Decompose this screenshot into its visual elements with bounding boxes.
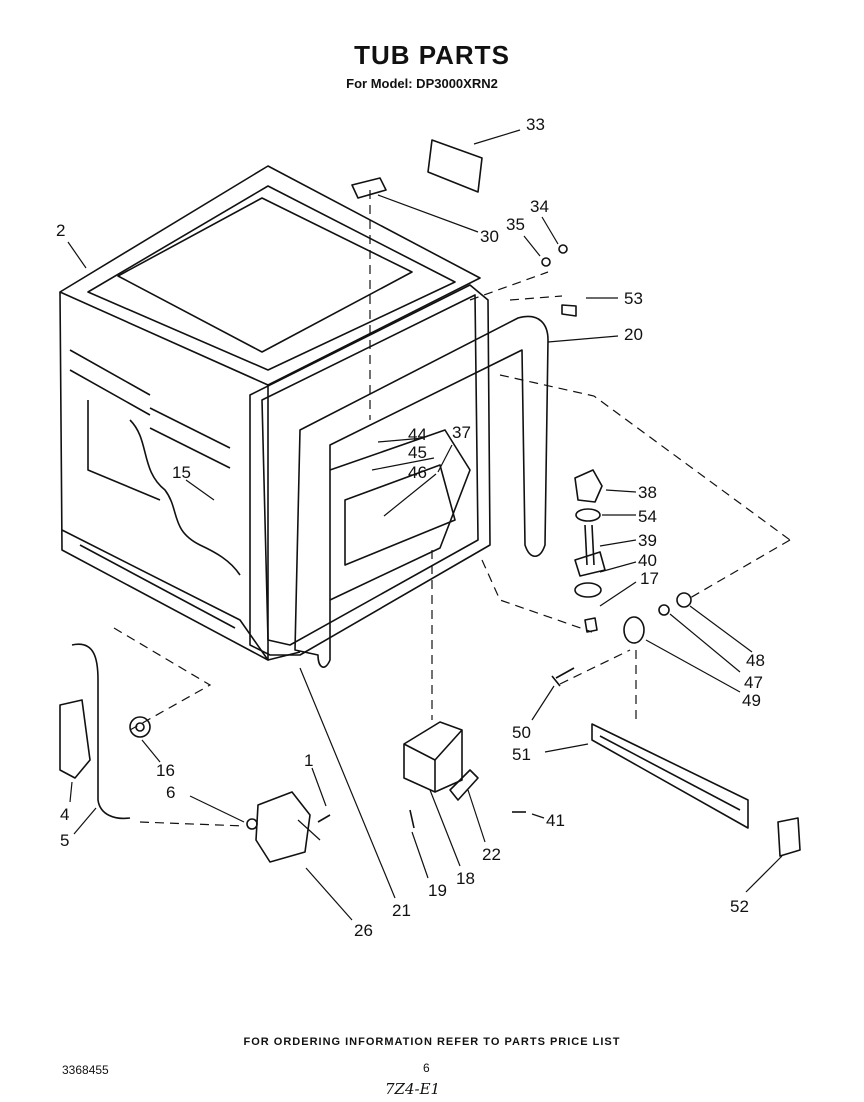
callout-4: 4 [60,805,69,824]
document-number: 3368455 [62,1063,109,1077]
callout-50: 50 [512,723,531,742]
callout-19: 19 [428,881,447,900]
callout-5: 5 [60,831,69,850]
callout-45: 45 [408,443,427,462]
callout-47: 47 [744,673,763,692]
part-4 [59,699,91,779]
gasket [294,315,549,668]
page-number: 6 [423,1061,430,1075]
rail [591,723,749,829]
callout-39: 39 [638,531,657,550]
part-33 [427,139,483,193]
callout-35: 35 [506,215,525,234]
callout-49: 49 [742,691,761,710]
valve [255,791,311,863]
callout-30: 30 [480,227,499,246]
callout-37: 37 [452,423,471,442]
callout-21: 21 [392,901,411,920]
callout-54: 54 [638,507,657,526]
callout-40: 40 [638,551,657,570]
tub-body-outline [59,165,481,386]
part-38 [574,469,603,503]
callout-46: 46 [408,463,427,482]
callout-44: 44 [408,425,427,444]
ordering-note: FOR ORDERING INFORMATION REFER TO PARTS … [243,1036,621,1048]
page-title: TUB PARTS [354,40,510,70]
callout-34: 34 [530,197,549,216]
tub-top-inner [87,185,456,371]
callout-53: 53 [624,289,643,308]
handwritten-code: 7Z4-E1 [385,1080,441,1098]
callout-52: 52 [730,897,749,916]
callout-17: 17 [640,569,659,588]
bracket [403,721,463,793]
model-subtitle: For Model: DP3000XRN2 [346,76,498,91]
callout-48: 48 [746,651,765,670]
callout-15: 15 [172,463,191,482]
callout-18: 18 [456,869,475,888]
callout-6: 6 [166,783,175,802]
callout-33: 33 [526,115,545,134]
door-frame [249,284,491,656]
tub-top-recess [117,197,413,353]
callout-labels: 1 2 4 5 6 15 16 17 18 19 20 21 22 26 30 … [56,115,765,940]
callout-51: 51 [512,745,531,764]
callout-26: 26 [354,921,373,940]
callout-22: 22 [482,845,501,864]
callout-2: 2 [56,221,65,240]
callout-1: 1 [304,751,313,770]
callout-16: 16 [156,761,175,780]
callout-41: 41 [546,811,565,830]
callout-20: 20 [624,325,643,344]
callout-38: 38 [638,483,657,502]
